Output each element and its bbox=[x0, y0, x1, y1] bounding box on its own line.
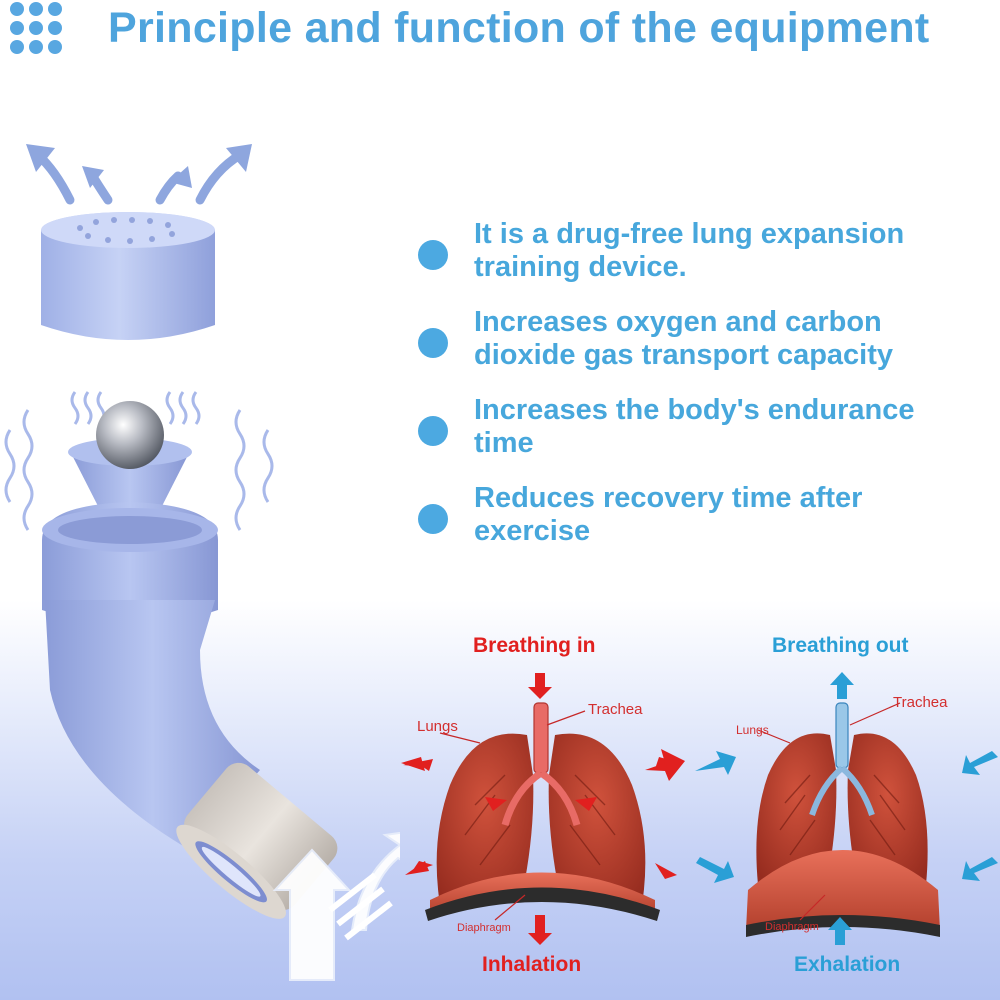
page-title: Principle and function of the equipment bbox=[108, 4, 930, 52]
exhale-lungs-label: Lungs bbox=[736, 723, 769, 737]
lungs-diagram: Breathing in bbox=[401, 634, 998, 976]
circle-bullet-icon bbox=[418, 416, 448, 446]
grid-dots-icon bbox=[10, 2, 62, 54]
inhale-diagram: Breathing in bbox=[401, 634, 685, 976]
inhale-diaphragm-label: Diaphragm bbox=[457, 922, 511, 934]
circle-bullet-icon bbox=[418, 504, 448, 534]
inhale-caption: Inhalation bbox=[482, 953, 581, 976]
exhale-trachea-label: Trachea bbox=[893, 694, 948, 711]
exhale-heading: Breathing out bbox=[772, 634, 909, 657]
bullet-text: Reduces recovery time after exercise bbox=[474, 482, 863, 547]
exhale-caption: Exhalation bbox=[794, 953, 900, 976]
list-item: Increases the body's endurance time bbox=[416, 394, 986, 460]
inhale-heading: Breathing in bbox=[473, 634, 596, 657]
list-item: Increases oxygen and carbon dioxide gas … bbox=[416, 306, 986, 372]
circle-bullet-icon bbox=[418, 328, 448, 358]
exhale-diaphragm-label: Diaphragm bbox=[765, 921, 819, 933]
circle-bullet-icon bbox=[418, 240, 448, 270]
inhale-lungs-label: Lungs bbox=[417, 718, 458, 735]
list-item: It is a drug-free lung expansion trainin… bbox=[416, 218, 986, 284]
inhale-arrow-icon bbox=[528, 673, 552, 699]
list-item: Reduces recovery time after exercise bbox=[416, 482, 986, 548]
breathing-trainer-device-icon bbox=[4, 144, 400, 981]
bullet-text: It is a drug-free lung expansion trainin… bbox=[474, 218, 905, 283]
bullet-text: Increases the body's endurance time bbox=[474, 394, 915, 459]
exhale-diagram: Breathing out Lungs Trachea Diaphragm bbox=[695, 634, 998, 976]
bullet-text: Increases oxygen and carbon dioxide gas … bbox=[474, 306, 894, 371]
exhale-arrow-icon bbox=[830, 672, 854, 699]
feature-list: It is a drug-free lung expansion trainin… bbox=[416, 218, 986, 570]
inhale-trachea-label: Trachea bbox=[588, 701, 643, 718]
